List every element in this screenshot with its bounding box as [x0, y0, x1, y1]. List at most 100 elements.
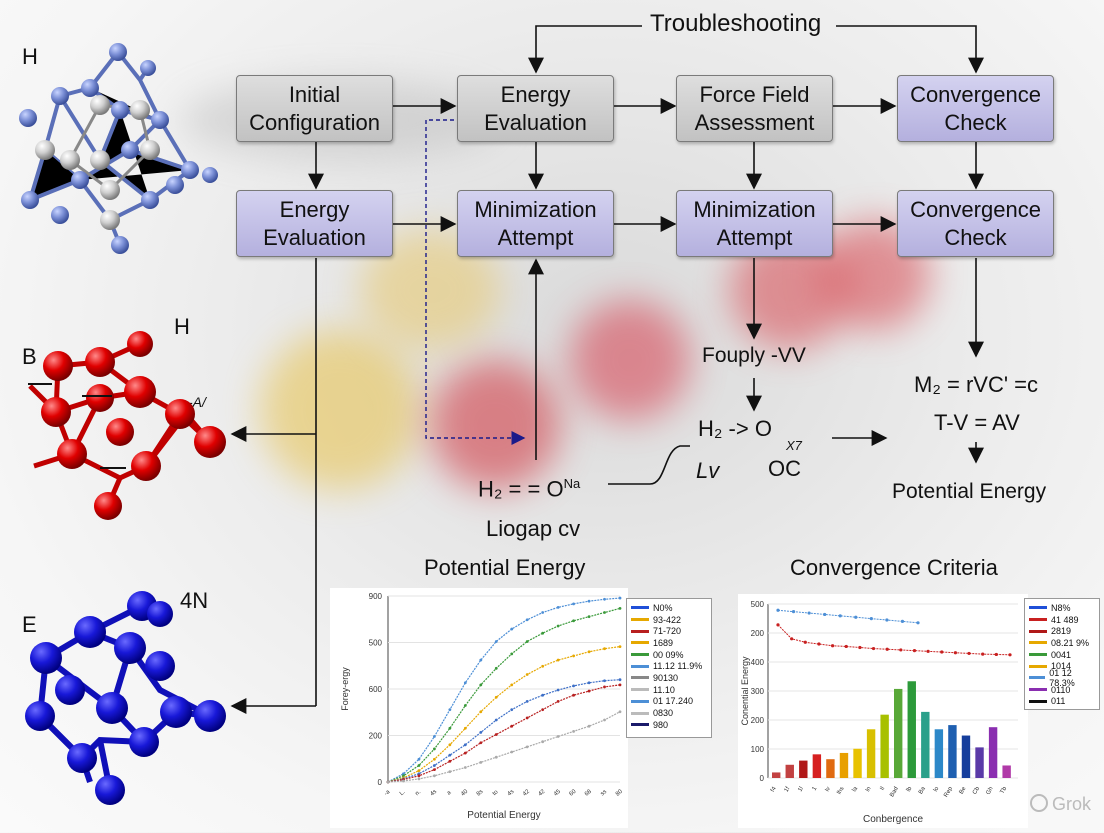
- bar: [907, 681, 916, 778]
- x-tick-label: L.: [399, 789, 407, 797]
- x-tick-label: Gh: [985, 786, 994, 796]
- bar: [934, 729, 944, 778]
- y-axis-label: Conential Energy: [740, 656, 750, 726]
- bar: [988, 727, 998, 778]
- legend-label: 0830: [653, 708, 674, 719]
- y-tick-label: 200: [751, 629, 765, 638]
- overlay-line: [777, 609, 919, 624]
- x-tick-label: Be: [959, 785, 968, 795]
- x-tick-label: 42: [522, 788, 531, 797]
- data-point: [556, 605, 560, 609]
- legend-entry: 93-422: [631, 614, 707, 626]
- bar: [948, 725, 957, 778]
- data-point: [556, 735, 560, 738]
- y-tick-label: 200: [751, 716, 765, 725]
- legend-label: 08.21 9%: [1051, 637, 1090, 648]
- data-point: [463, 681, 467, 685]
- data-point: [541, 708, 545, 712]
- overlay-point: [838, 614, 842, 618]
- box-label: Convergence Check: [910, 196, 1041, 250]
- legend-entry: N8%: [1029, 602, 1095, 614]
- data-point: [417, 777, 421, 781]
- data-point: [525, 745, 529, 749]
- legend-entry: 2819: [1029, 625, 1095, 637]
- series-line: [387, 684, 621, 783]
- x-axis-label: Potential Energy: [467, 810, 540, 821]
- legend-swatch: [1029, 699, 1047, 703]
- overlay-point: [854, 615, 858, 619]
- data-point: [448, 743, 452, 747]
- data-point: [556, 700, 560, 703]
- series-line: [387, 607, 621, 783]
- data-point: [572, 654, 575, 658]
- legend-swatch: [631, 711, 649, 715]
- legend-label: N0%: [653, 602, 673, 613]
- data-point: [433, 735, 436, 738]
- legend-entry: 41 489: [1029, 614, 1095, 626]
- box-label: Energy Evaluation: [263, 196, 366, 250]
- overlay-point: [900, 619, 905, 623]
- h2-equation: H₂ = = ONa: [478, 476, 580, 502]
- data-point: [494, 695, 498, 699]
- initial-configuration-box: Initial Configuration: [236, 75, 393, 142]
- bar: [812, 754, 822, 778]
- energy-evaluation-box-top: Energy Evaluation: [457, 75, 614, 142]
- overlay-point: [885, 618, 889, 622]
- data-point: [587, 681, 591, 685]
- series-line: [387, 679, 621, 783]
- convergence-check-box-bottom: Convergence Check: [897, 190, 1054, 257]
- legend-entry: 00 09%: [631, 649, 707, 661]
- overlay-point: [858, 645, 862, 650]
- data-point: [618, 683, 622, 687]
- data-point: [510, 724, 514, 728]
- x-axis-label: Conbergence: [863, 814, 923, 825]
- data-point: [448, 753, 452, 757]
- bar: [921, 711, 930, 778]
- convergence-check-box-top: Convergence Check: [897, 75, 1054, 142]
- overlay-point: [871, 646, 876, 651]
- molecule-label-4n: 4N: [180, 588, 209, 613]
- overlay-point: [807, 611, 811, 615]
- data-point: [541, 611, 545, 614]
- data-point: [479, 710, 483, 714]
- bar: [799, 760, 808, 778]
- o-subscript: X7: [786, 438, 802, 453]
- data-point: [433, 757, 436, 761]
- overlay-point: [817, 642, 821, 646]
- data-point: [618, 710, 622, 714]
- overlay-point: [953, 651, 958, 655]
- data-point: [433, 774, 436, 778]
- x-tick-label: Cb: [972, 785, 981, 795]
- overlay-point: [916, 621, 920, 625]
- data-point: [572, 729, 575, 733]
- y-tick-label: 500: [369, 639, 383, 648]
- minimization-attempt-box-right: Minimization Attempt: [676, 190, 833, 257]
- legend-entry: 01 17.240: [631, 696, 707, 708]
- legend-entry: 0110: [1029, 684, 1095, 696]
- box-label: Initial Configuration: [249, 81, 380, 135]
- y-tick-label: 600: [369, 685, 383, 694]
- legend-swatch: [631, 688, 649, 692]
- box-label: Minimization Attempt: [693, 196, 816, 250]
- legend-label: 71-720: [653, 626, 682, 637]
- legend-swatch: [631, 699, 649, 703]
- data-point: [463, 704, 467, 707]
- data-point: [463, 726, 467, 730]
- data-point: [603, 611, 606, 614]
- data-point: [494, 755, 498, 759]
- molecule-label-e: E: [22, 612, 37, 637]
- legend-entry: 08.21 9%: [1029, 637, 1095, 649]
- tv-equation: T-V = AV: [934, 410, 1020, 435]
- legend-entry: 980: [631, 719, 707, 731]
- data-point: [587, 599, 591, 603]
- data-point: [463, 751, 467, 755]
- data-point: [494, 718, 498, 722]
- data-point: [603, 718, 606, 722]
- x-tick-label: 1l: [797, 786, 805, 793]
- data-point: [417, 764, 421, 767]
- force-field-assessment-box: Force Field Assessment: [676, 75, 833, 142]
- legend-label: 01 17.240: [653, 696, 694, 707]
- legend-entry: N0%: [631, 602, 707, 614]
